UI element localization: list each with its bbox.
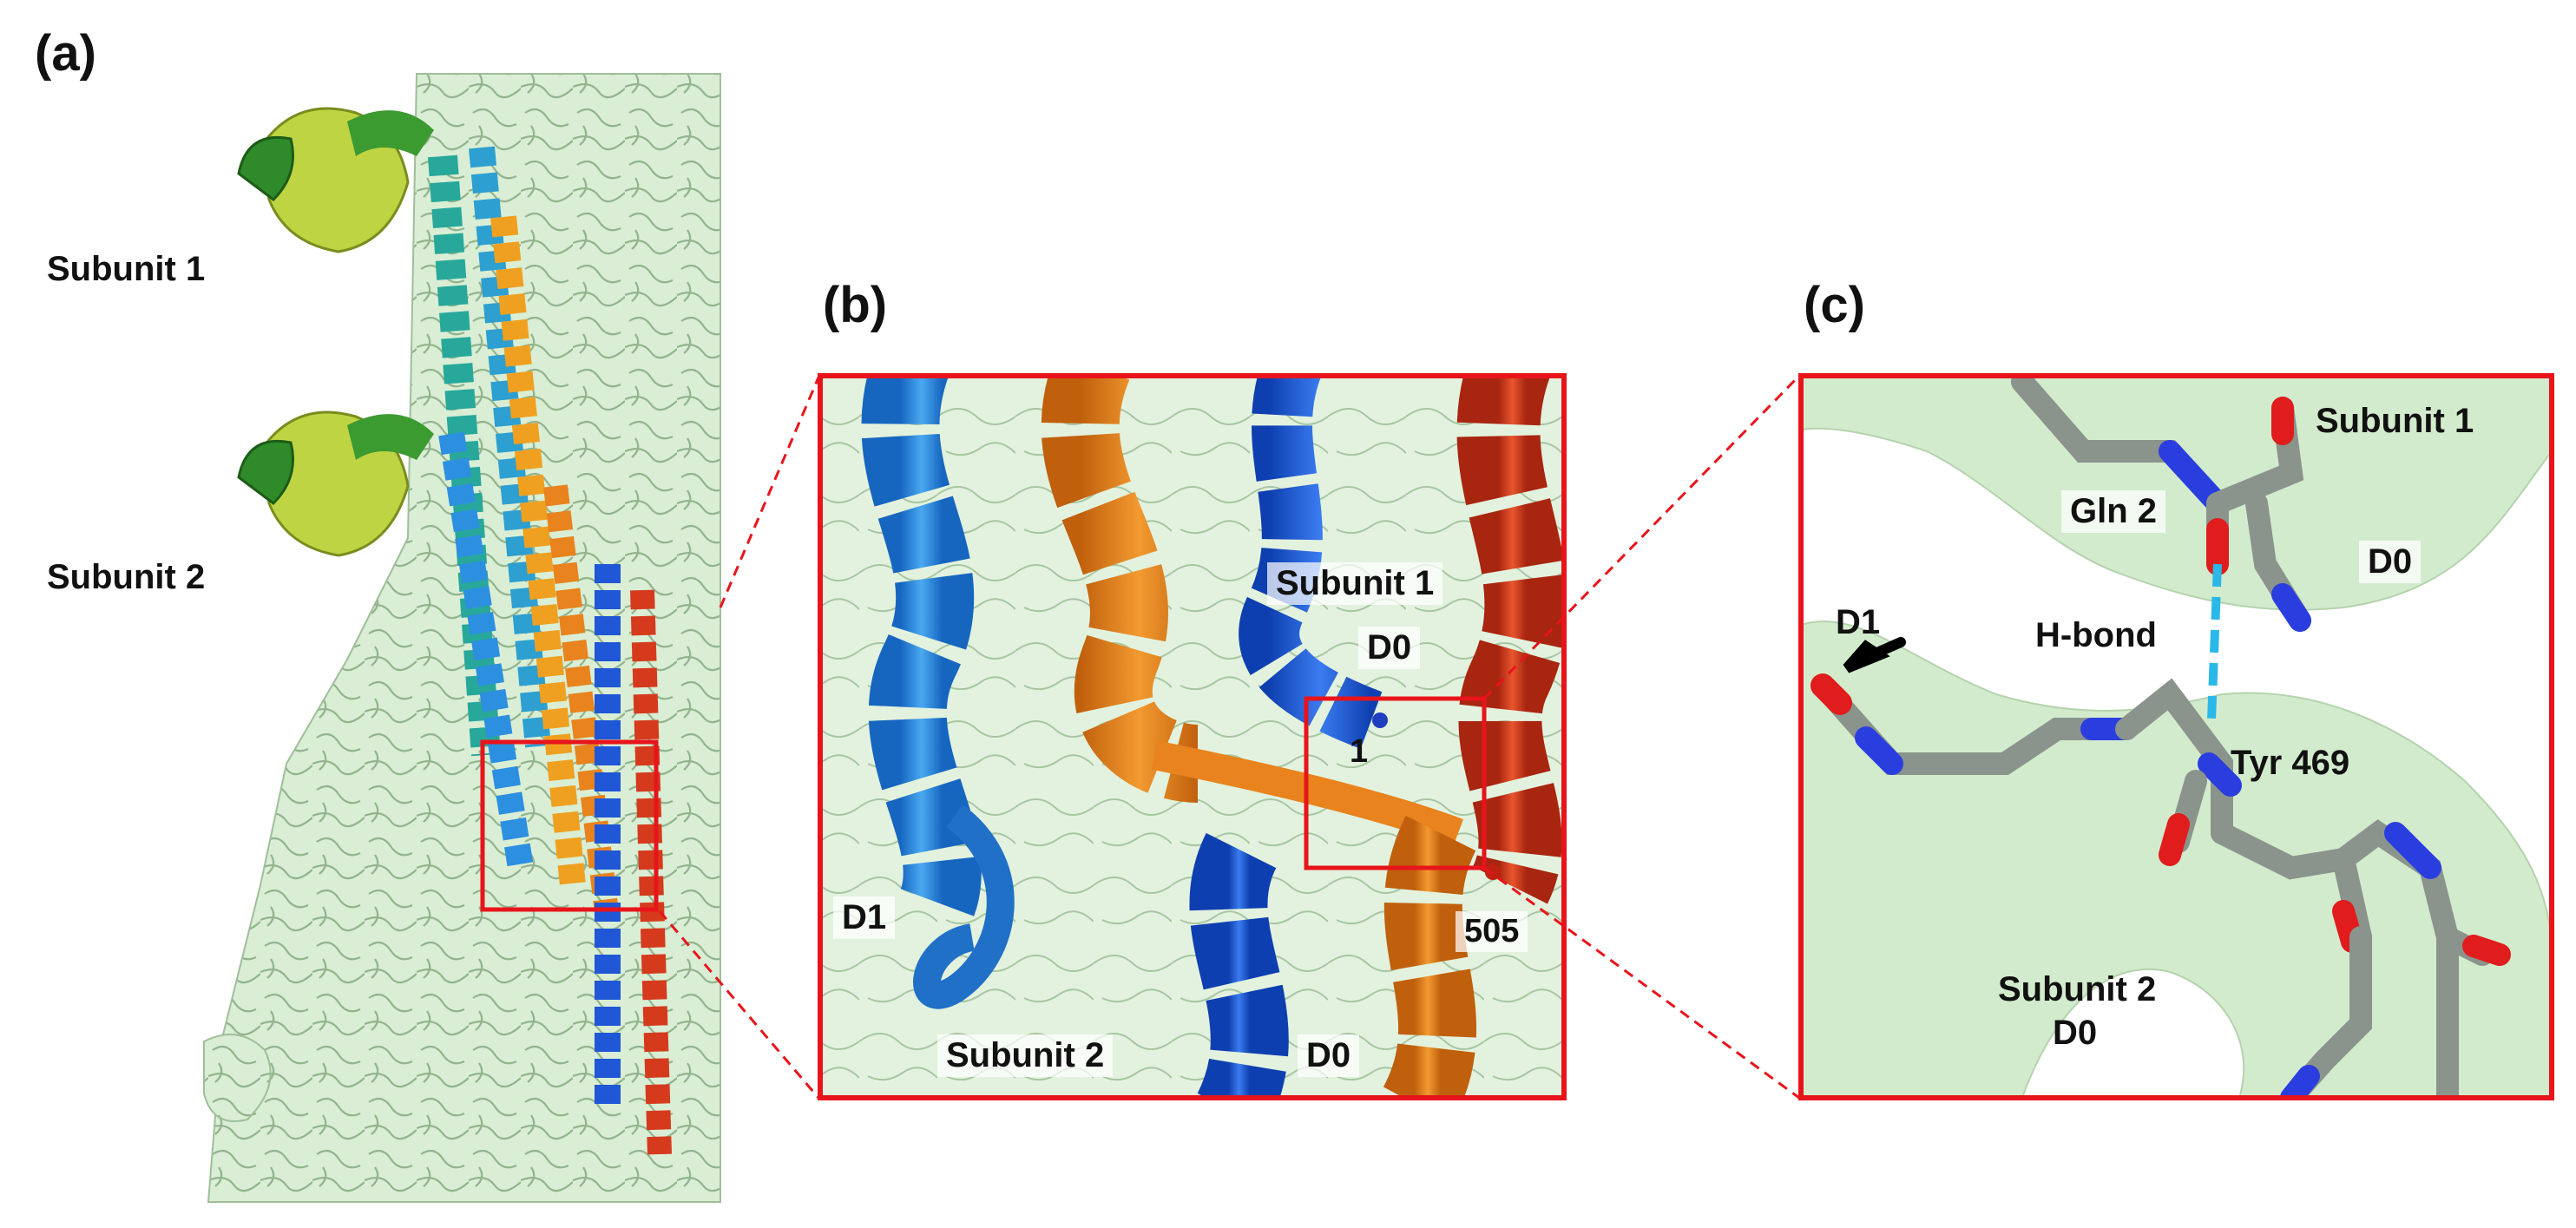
panel-c-label-d0-bottom: D0 xyxy=(2053,1014,2098,1052)
panel-b-letter: (b) xyxy=(823,277,888,333)
panel-a-highlight-box xyxy=(480,739,659,912)
panel-b-label-d0-top: D0 xyxy=(1358,627,1421,669)
panel-a-letter: (a) xyxy=(35,25,96,82)
panel-a-label-subunit2: Subunit 2 xyxy=(47,558,206,596)
panel-b-frame xyxy=(818,373,1567,1100)
panel-b-label-subunit1: Subunit 1 xyxy=(1267,562,1443,605)
panel-c-label-hbond: H-bond xyxy=(2035,616,2157,654)
connector-a-b-top xyxy=(719,377,820,608)
panel-c-label-subunit2: Subunit 2 xyxy=(1998,970,2157,1008)
connector-b-c-bottom xyxy=(1483,866,1800,1100)
panel-c-gln2-sticks xyxy=(2011,376,2311,632)
panel-a-structure xyxy=(203,73,721,1203)
panel-b-label-d1: D1 xyxy=(833,896,896,939)
panel-c-tyr469-sticks xyxy=(1810,673,2511,1098)
panel-a-domain-subunit2 xyxy=(237,410,434,557)
panel-c-label-subunit1: Subunit 1 xyxy=(2316,402,2474,440)
panel-b-label-d0-bottom: D0 xyxy=(1298,1034,1360,1077)
panel-b-highlight-box xyxy=(1304,696,1487,870)
panel-c-label-d1: D1 xyxy=(1836,603,1881,641)
panel-c-label-d0-top: D0 xyxy=(2359,541,2422,583)
panel-a-domain-subunit1 xyxy=(237,107,434,253)
panel-b-label-residue-1: 1 xyxy=(1350,733,1369,770)
panel-c-letter: (c) xyxy=(1804,277,1865,333)
panel-a-label-subunit1: Subunit 1 xyxy=(47,250,206,288)
panel-b-label-residue-505: 505 xyxy=(1456,911,1528,952)
panel-c-label-tyr469: Tyr 469 xyxy=(2231,744,2350,782)
panel-b-structure xyxy=(818,373,1567,1100)
panel-c-frame xyxy=(1798,373,2554,1100)
panel-c-d1-arrow-icon xyxy=(1843,637,1906,673)
panel-c-hbond-line xyxy=(2207,563,2222,721)
connector-b-c-top xyxy=(1482,374,1801,700)
connector-a-b-bottom xyxy=(658,910,820,1099)
panel-b-label-subunit2: Subunit 2 xyxy=(937,1034,1114,1077)
panel-c-structure xyxy=(1798,373,2554,1100)
panel-c-label-gln2: Gln 2 xyxy=(2061,490,2166,533)
